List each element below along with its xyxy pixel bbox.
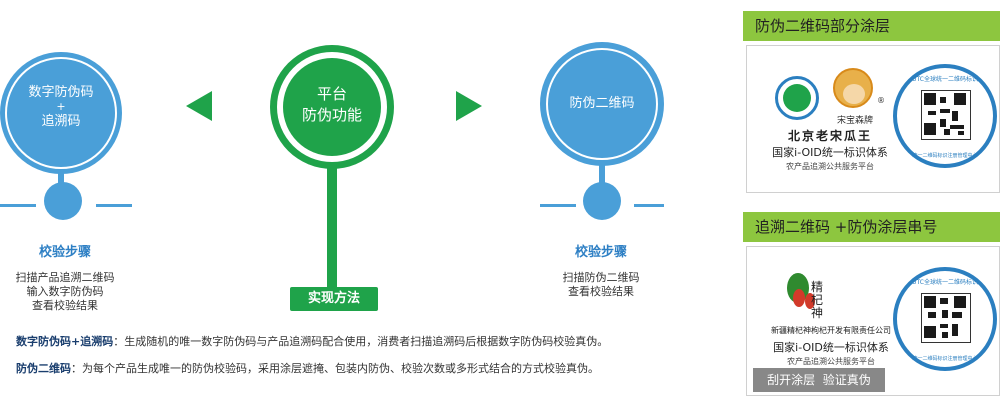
description-1-sep: ： [113,335,125,348]
panel1-seal-top-text: UTC全球统一二维码标识 [912,76,978,83]
description-2-term: 防伪二维码 [16,362,71,375]
left-foot-dot [44,182,82,220]
panel2-company: 新疆精杞神枸杞开发有限责任公司 [771,326,891,335]
panel1-registered-icon: ® [877,96,885,105]
description-2-sep: ： [71,362,82,375]
panel2-goji-logo [783,263,833,319]
panel1-brand: 宋宝森牌 [836,116,873,126]
panel1-header: 防伪二维码部分涂层 [743,11,1000,41]
left-baseline [0,204,36,207]
left-step-2: 输入数字防伪码 [26,285,104,298]
left-circle-label: 数字防伪码 + 追溯码 [10,84,112,130]
arrow-right-icon [456,91,482,121]
right-steps-title: 校验步骤 [574,245,627,260]
left-circle-line-1: 数字防伪码 [28,85,94,100]
panel2-system: 国家i-OID统一标识体系 [773,341,889,354]
left-step-3: 查看校验结果 [32,299,98,312]
panel1-card: ® 宋宝森牌 北京老宋瓜王 国家i-OID统一标识体系 农产品追溯公共服务平台 … [746,45,1000,193]
description-2: 防伪二维码：为每个产品生成唯一的防伪校验码，采用涂层遮掩、包装内防伪、校验次数或… [16,360,599,376]
description-1-term: 数字防伪码+追溯码 [16,335,114,348]
panel2-seal-bottom-text: 统一二维码标识注册管理中心 [912,356,978,362]
center-circle-line-1: 平台 [316,85,347,103]
left-steps-list: 扫描产品追溯二维码 输入数字防伪码 查看校验结果 [0,271,130,313]
arrow-left-icon [186,91,212,121]
right-stem [599,164,605,186]
panel1-seal-bottom-text: 统一二维码标识注册管理中心 [912,153,978,159]
center-stem [327,165,337,287]
left-baseline-right [96,204,132,207]
panel2-scratch-strip: 刮开涂层 验证真伪 [753,368,885,392]
panel1-green-logo [775,76,819,120]
panel1-company: 北京老宋瓜王 [787,129,872,143]
panel2-platform: 农产品追溯公共服务平台 [787,357,875,366]
panel2-header: 追溯二维码 +防伪涂层串号 [743,212,1000,242]
panel2-qr-code-icon [921,293,971,343]
right-step-1: 扫描防伪二维码 [562,271,640,284]
right-foot-dot [583,182,621,220]
method-badge: 实现方法 [290,287,378,311]
left-circle-line-3: 追溯码 [41,114,81,129]
description-1-text: 生成随机的唯一数字防伪码与产品追溯码配合使用，消费者扫描追溯码后根据数字防伪码校… [124,335,609,348]
right-step-2: 查看校验结果 [568,285,634,298]
panel1-seal: UTC全球统一二维码标识 统一二维码标识注册管理中心 [893,64,997,168]
left-step-1: 扫描产品追溯二维码 [15,271,115,284]
panel1-platform: 农产品追溯公共服务平台 [786,162,874,171]
panel1-qr-code-icon [921,90,971,140]
description-1: 数字防伪码+追溯码：生成随机的唯一数字防伪码与产品追溯码配合使用，消费者扫描追溯… [16,333,608,349]
panel2-seal: UTC全球统一二维码标识 统一二维码标识注册管理中心 [893,267,997,371]
center-core [283,58,381,156]
right-baseline-left [540,204,576,207]
right-steps-list: 扫描防伪二维码 查看校验结果 [536,271,666,299]
center-circle-line-2: 防伪功能 [301,106,362,124]
panel2-seal-top-text: UTC全球统一二维码标识 [912,279,978,286]
right-baseline-right [634,204,664,207]
right-inner-ring [546,48,658,160]
left-inner-ring [5,57,117,169]
right-circle-label: 防伪二维码 [569,96,635,111]
description-2-text: 为每个产品生成唯一的防伪校验码，采用涂层遮掩、包装内防伪、校验次数或多形式结合的… [82,362,599,375]
panel1-system: 国家i-OID统一标识体系 [772,146,888,159]
panel1-farmer-avatar [833,68,873,108]
left-steps-title: 校验步骤 [38,245,91,260]
panel2-card: 精杞神 新疆精杞神枸杞开发有限责任公司 国家i-OID统一标识体系 农产品追溯公… [746,246,1000,396]
panel2-logo-text: 精杞神 [811,280,824,320]
left-stem [58,172,64,186]
center-circle-label: 平台 防伪功能 [283,84,381,126]
left-circle-line-2: + [56,100,66,113]
